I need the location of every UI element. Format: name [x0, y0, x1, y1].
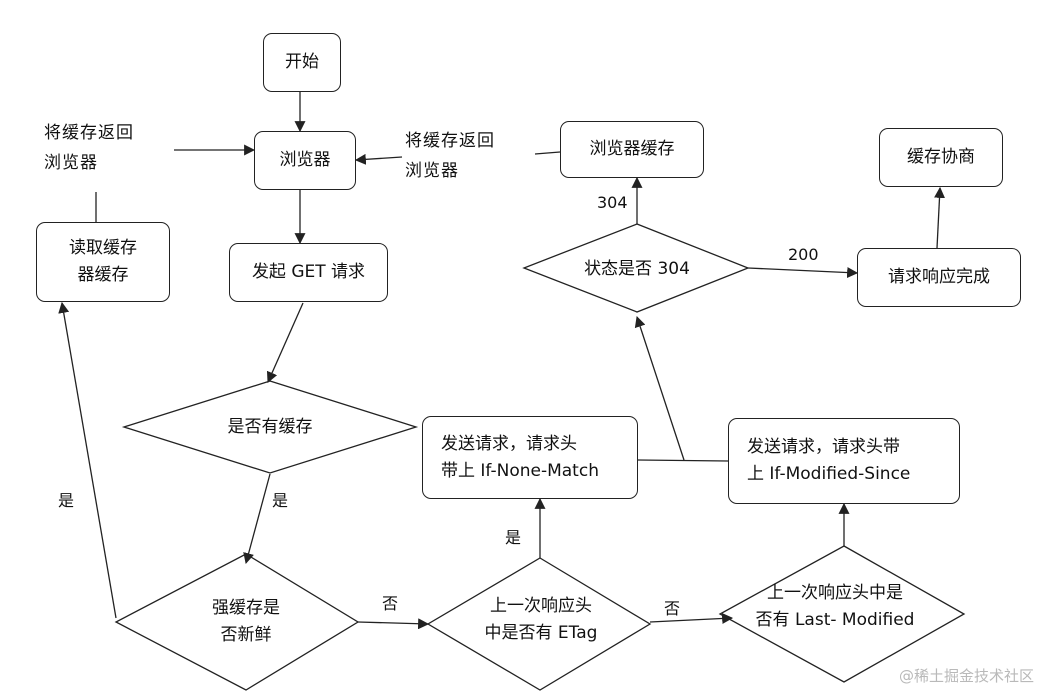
node-negotiation: 缓存协商 [879, 128, 1003, 187]
watermark-text: @稀土掘金技术社区 [898, 667, 1034, 685]
edge-fresh-to-read-cache [58, 301, 117, 619]
node-send-if-none-match: 发送请求，请求头 带上 If-None-Match [422, 416, 638, 499]
node-browser-cache: 浏览器缓存 [560, 121, 704, 178]
edge-etag-to-last-modified [649, 612, 734, 624]
edge-has-cache-to-fresh [243, 473, 271, 565]
edge-status-to-response [747, 267, 859, 279]
edge-label-no-etag: 否 [664, 599, 681, 618]
node-start: 开始 [263, 33, 341, 92]
edge-label-304: 304 [597, 193, 628, 212]
edge-label-yes-etag: 是 [505, 528, 522, 547]
edge-note-to-browser-right [354, 153, 403, 165]
label-etag: 上一次响应头 中是否有 ETag [484, 596, 598, 643]
edge-label-no-fresh: 否 [382, 594, 399, 613]
decision-etag [426, 557, 652, 691]
edge-label-yes-has-cache: 是 [272, 491, 289, 510]
edge-label-yes-fresh: 是 [58, 491, 75, 510]
decision-status-304 [522, 223, 750, 313]
edge-get-to-has-cache [266, 302, 304, 384]
decision-has-cache [121, 380, 419, 474]
node-response-done: 请求响应完成 [857, 248, 1021, 307]
edge-link-to-status [634, 315, 685, 461]
note-return-cache-right: 将缓存返回 浏览器 [405, 131, 495, 181]
edge-inm-to-ims-link [637, 459, 729, 462]
decision-last-modified [718, 545, 966, 683]
note-return-cache-left: 将缓存返回 浏览器 [44, 123, 134, 173]
label-status-304: 状态是否 304 [584, 258, 690, 279]
node-send-if-modified-since: 发送请求，请求头带 上 If-Modified-Since [728, 418, 960, 504]
edge-browser-cache-to-note [534, 151, 561, 155]
node-browser: 浏览器 [254, 131, 356, 190]
label-strong-fresh: 强缓存是 否新鲜 [212, 598, 280, 645]
decision-strong-fresh [114, 553, 360, 691]
node-send-get: 发起 GET 请求 [229, 243, 388, 302]
label-has-cache: 是否有缓存 [227, 416, 313, 437]
edge-fresh-to-etag [357, 618, 430, 630]
label-last-modified: 上一次响应头中是 否有 Last- Modified [755, 583, 915, 630]
node-read-cache: 读取缓存 器缓存 [36, 222, 170, 302]
edge-response-to-negotiation [934, 186, 945, 249]
edge-label-200: 200 [788, 245, 819, 264]
